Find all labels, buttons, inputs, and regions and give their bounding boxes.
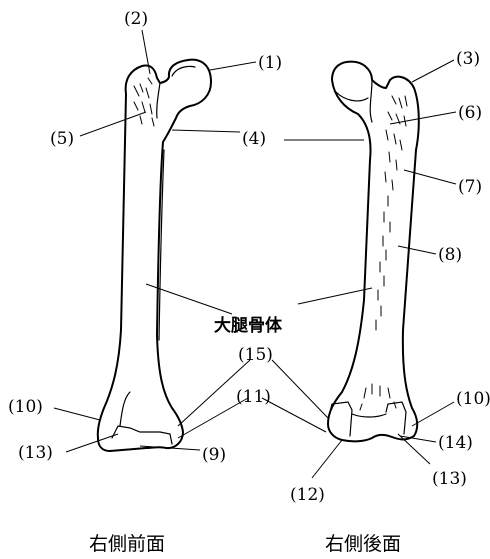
femur-anterior-outline: [98, 60, 211, 451]
femur-anterior: [98, 60, 211, 451]
label-12: (12): [290, 485, 325, 505]
leader-11-right: [262, 398, 326, 432]
label-1: (1): [258, 53, 282, 73]
label-11: (11): [236, 387, 271, 407]
femur-posterior-outline: [328, 62, 419, 442]
label-7: (7): [458, 177, 482, 197]
label-15: (15): [238, 345, 273, 365]
label-14: (14): [438, 433, 473, 453]
femur-posterior: [328, 62, 419, 442]
leader-12: [312, 440, 342, 478]
leader-4-left: [172, 130, 240, 132]
leader-body-left: [146, 284, 232, 314]
labels: (1) (2) (3) (4) (5) (6) (7) (8) (15) (10…: [8, 9, 490, 505]
label-13-right: (13): [432, 469, 467, 489]
label-4: (4): [242, 129, 266, 149]
label-6: (6): [458, 103, 482, 123]
leader-1: [210, 62, 256, 70]
caption-anterior: 右側前面: [89, 533, 165, 555]
leader-body-right: [298, 288, 372, 304]
label-10-left: (10): [8, 397, 43, 417]
leader-10-left: [54, 408, 100, 420]
femur-body-label: 大腿骨体: [214, 315, 283, 336]
label-3: (3): [456, 49, 480, 69]
label-9: (9): [202, 445, 226, 465]
label-13-left: (13): [18, 443, 53, 463]
leader-15-right: [272, 360, 328, 418]
label-5: (5): [50, 129, 74, 149]
leader-3: [412, 60, 454, 82]
label-8: (8): [438, 245, 462, 265]
label-2: (2): [124, 9, 148, 29]
label-10-right: (10): [456, 389, 490, 409]
caption-posterior: 右側後面: [325, 533, 401, 555]
leader-10-right: [412, 402, 454, 426]
